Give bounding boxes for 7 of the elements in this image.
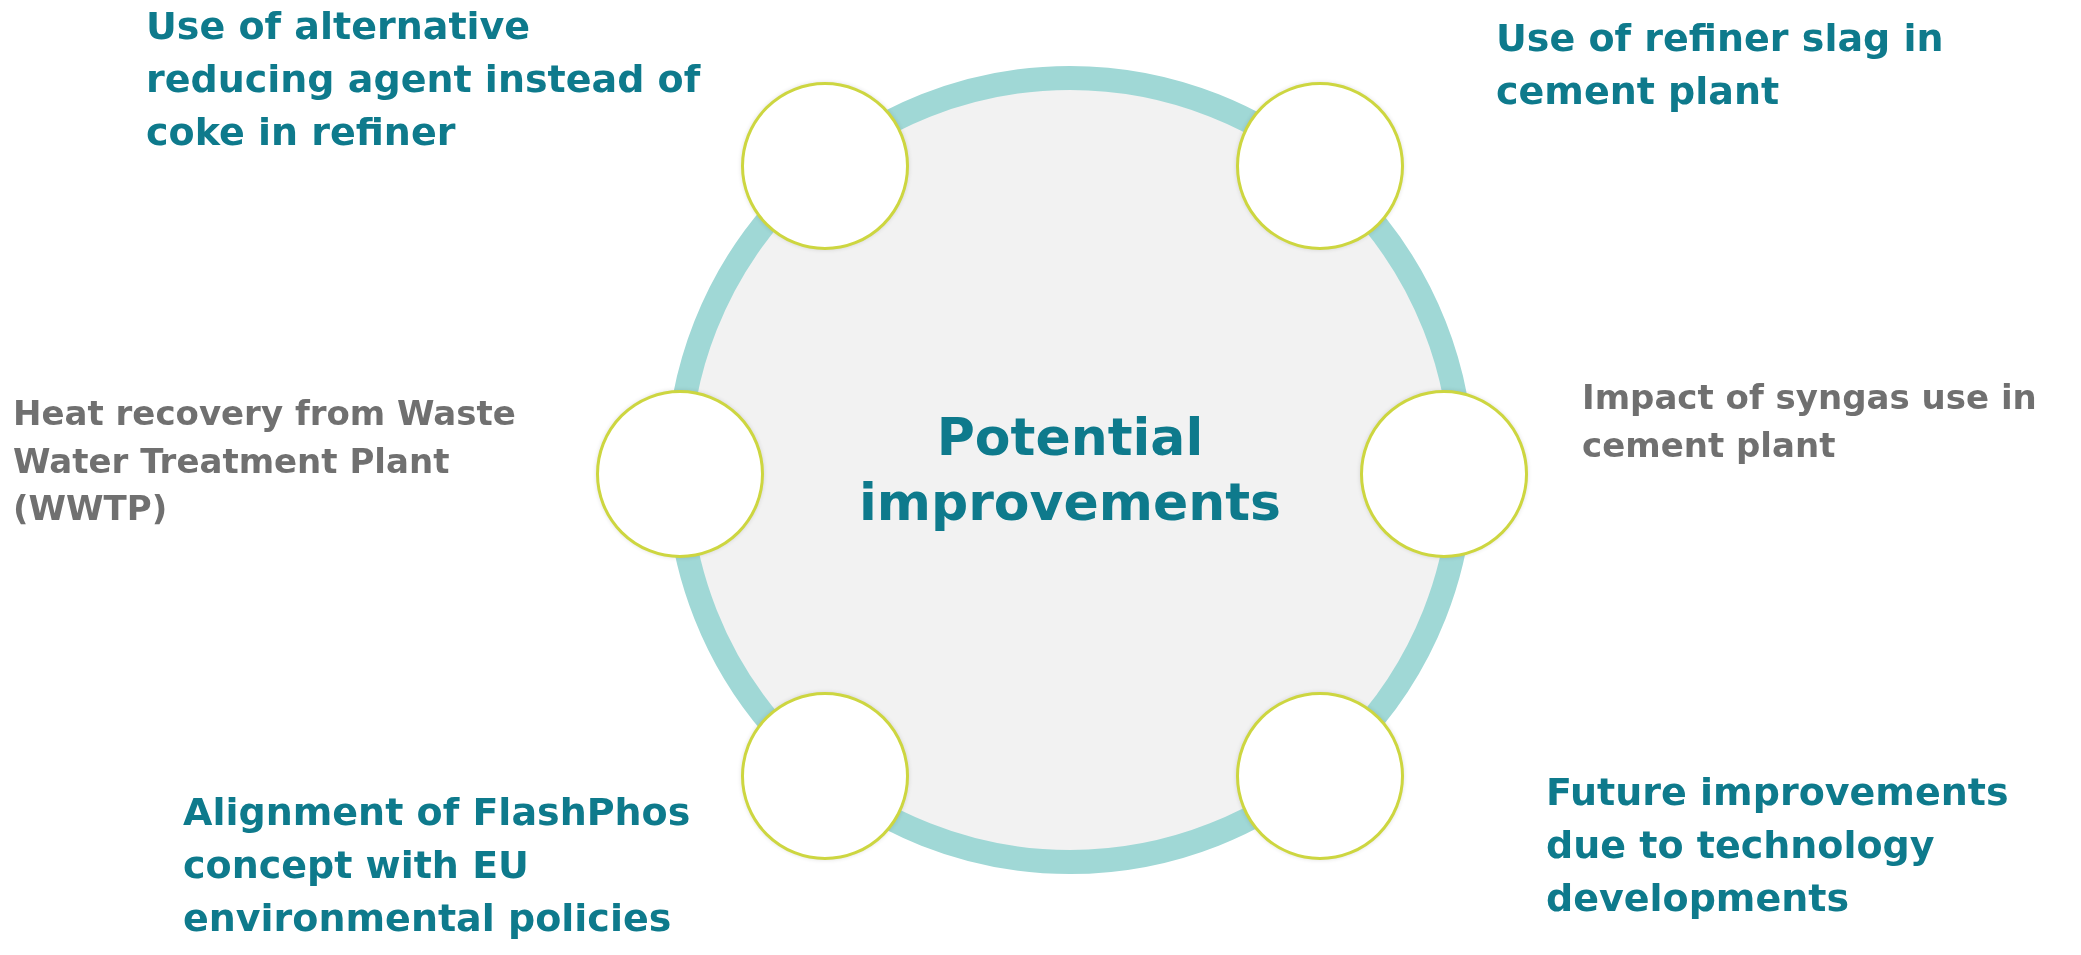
improvement-label: Future improvements due to technology developments (1546, 769, 2010, 923)
improvement-label: Impact of syngas use in cement plant (1582, 376, 2038, 467)
improvement-label: Heat recovery from Waste Water Treatment Plant (WWTP) (13, 392, 517, 531)
improvement-label: Use of refiner slag in cement plant (1496, 15, 1945, 116)
hub-title: Potential improvements (857, 406, 1282, 534)
improvement-label: Alignment of FlashPhos concept with EU environmental policies (183, 789, 692, 943)
improvement-label: Use of alternative reducing agent instead of coke in refiner (146, 3, 702, 157)
